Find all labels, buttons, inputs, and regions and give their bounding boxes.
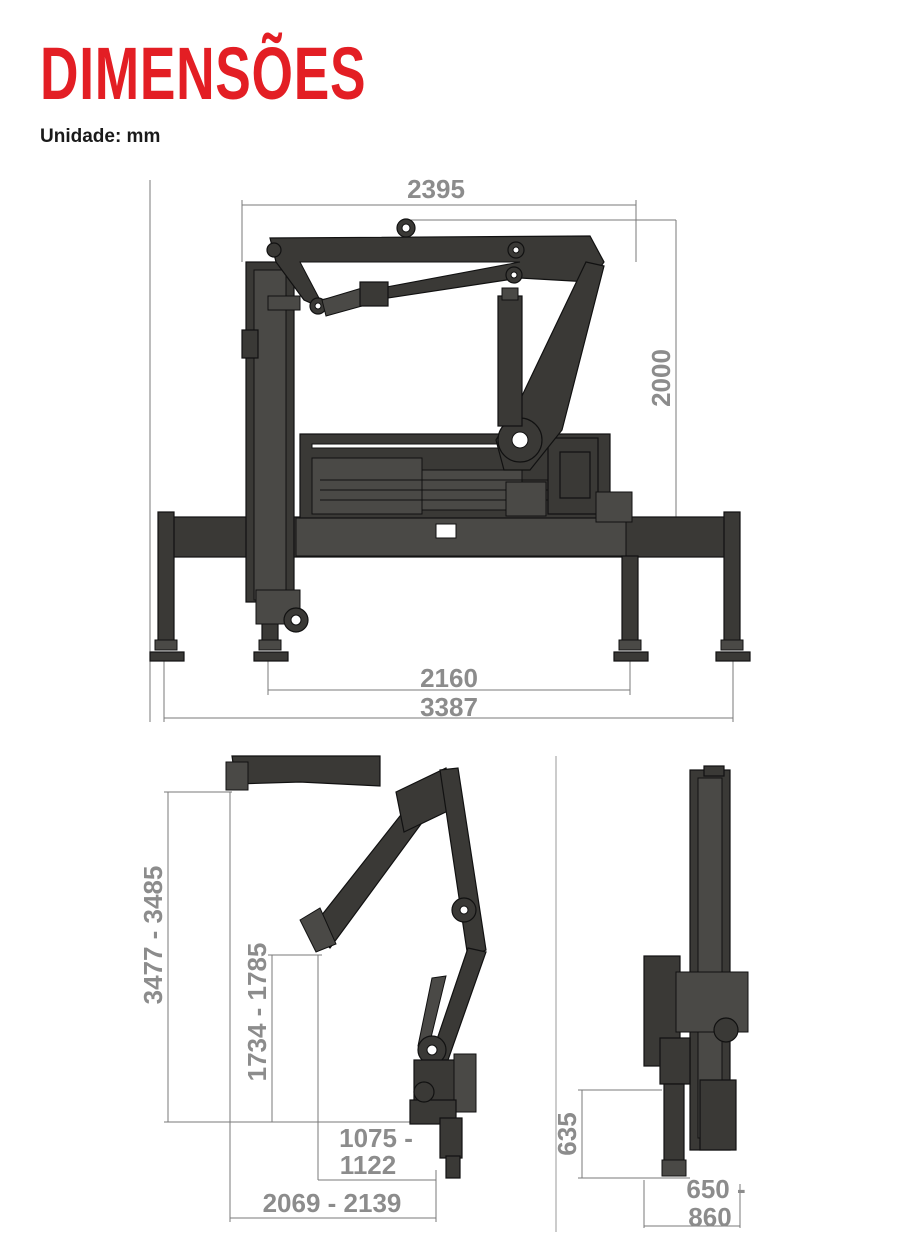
front-view-drawing (149, 180, 751, 722)
end-width-label-2: 860 (688, 1202, 731, 1232)
end-view-drawing (555, 756, 749, 1232)
page-title: DIMENSÕES (40, 32, 367, 115)
unit-label: Unidade: mm (40, 126, 161, 147)
front-inner-span-label: 2160 (420, 663, 478, 693)
side-total-height-label: 3477 - 3485 (138, 866, 168, 1005)
front-width-top-label: 2395 (407, 174, 465, 204)
side-tip-reach-label-2: 1122 (340, 1150, 396, 1180)
side-tip-height-label: 1734 - 1785 (242, 943, 272, 1082)
front-outer-span-label: 3387 (420, 692, 478, 722)
front-height-label: 2000 (646, 349, 676, 407)
side-view-drawing (164, 755, 487, 1222)
end-height-label: 635 (552, 1112, 582, 1155)
side-tip-reach-label-1: 1075 - (339, 1123, 413, 1153)
side-base-reach-label: 2069 - 2139 (263, 1188, 402, 1218)
end-width-label-1: 650 - (686, 1174, 745, 1204)
